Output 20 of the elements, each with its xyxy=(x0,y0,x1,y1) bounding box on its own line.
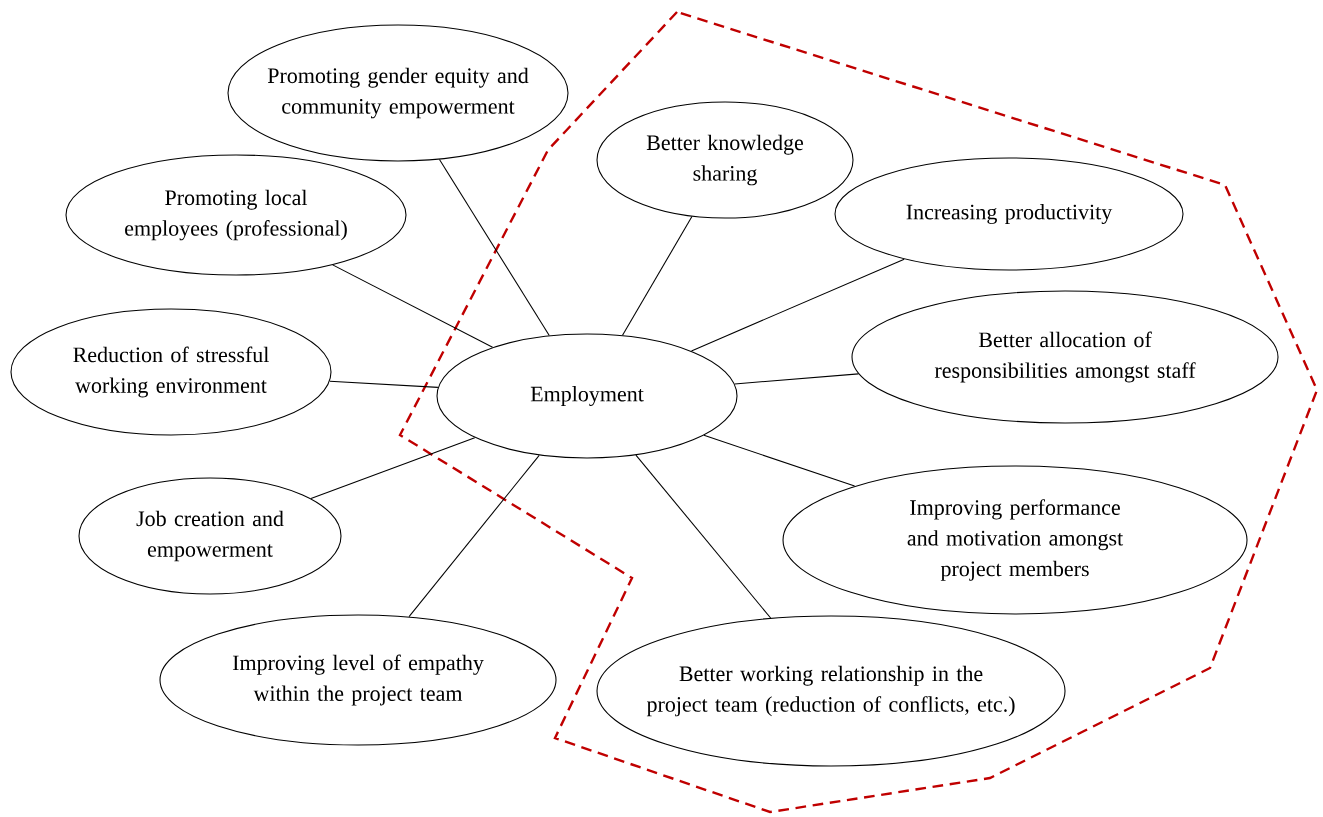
connector-line xyxy=(703,434,856,487)
ellipse-node: Improving performance and motivation amongst project members xyxy=(782,465,1248,615)
ellipse-node: Better knowledge sharing xyxy=(596,101,854,219)
ellipse-node: Job creation and empowerment xyxy=(78,477,342,595)
ellipse-node: Better working relationship in the project team (reduction of conflicts, etc.) xyxy=(596,615,1066,767)
connector-line xyxy=(332,264,494,348)
connector-line xyxy=(310,437,476,500)
ellipse-node: Promoting local employees (professional) xyxy=(65,154,407,276)
ellipse-node: Increasing productivity xyxy=(834,157,1184,271)
connector-line xyxy=(734,373,859,385)
ellipse-node: Better allocation of responsibilities amongst staff xyxy=(851,290,1279,424)
ellipse-node: Reduction of stressful working environment xyxy=(10,308,332,436)
connector-line xyxy=(635,454,772,619)
connector-line xyxy=(329,380,439,388)
connector-line xyxy=(408,454,540,618)
ellipse-node: Improving level of empathy within the project team xyxy=(159,614,557,746)
connector-line xyxy=(622,216,693,336)
connector-line xyxy=(690,258,905,352)
connector-line xyxy=(438,158,550,336)
ellipse-node: Promoting gender equity and community empowerment xyxy=(227,24,569,162)
